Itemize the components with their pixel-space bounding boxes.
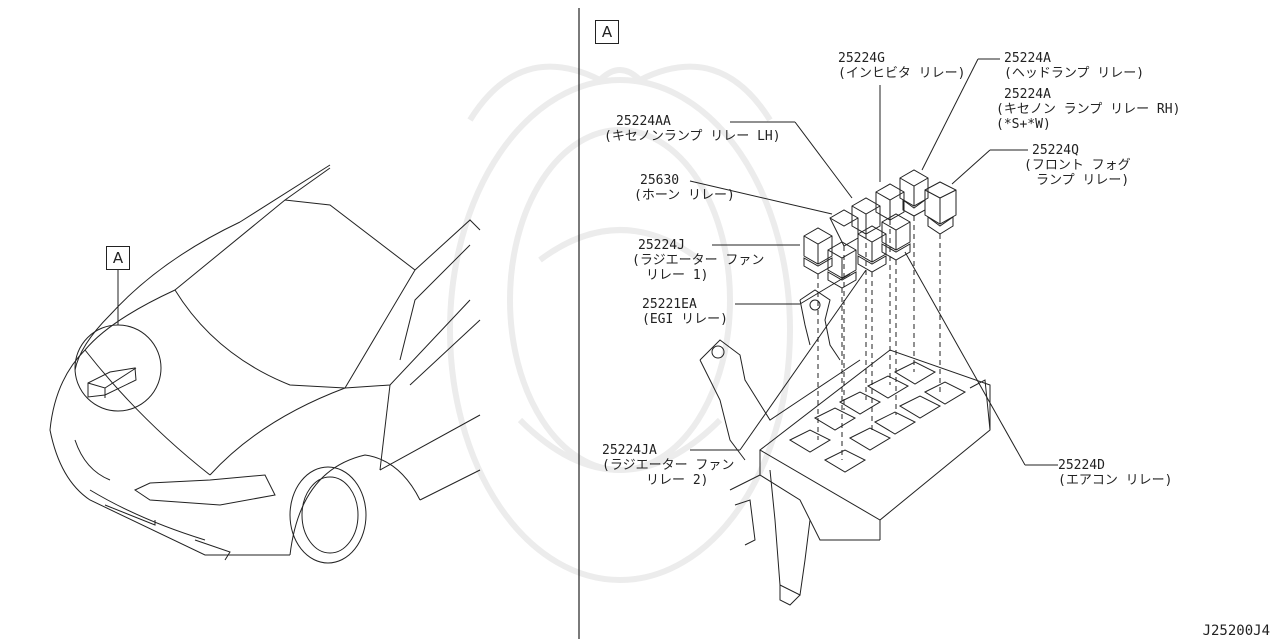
part-description: (ホーン リレー) bbox=[634, 188, 735, 203]
part-description: (ヘッドランプ リレー) bbox=[1004, 66, 1145, 81]
part-description: (キセノンランプ リレー LH) bbox=[604, 129, 781, 144]
label-25221EA: 25221EA (EGI リレー) bbox=[642, 297, 728, 327]
part-description: (ラジエーター ファン bbox=[602, 458, 735, 473]
label-25224J: 25224J (ラジエーター ファン リレー 1) bbox=[632, 238, 764, 283]
part-number: 25224G bbox=[838, 51, 885, 66]
label-25224Q: 25224Q (フロント フォグ ランプ リレー) bbox=[1024, 143, 1131, 188]
part-description: (エアコン リレー) bbox=[1058, 473, 1173, 488]
part-description-2: リレー 1) bbox=[646, 268, 709, 283]
label-25224G: 25224G (インヒビタ リレー) bbox=[838, 51, 965, 81]
part-number: 25224AA bbox=[616, 114, 671, 129]
part-number: 25224JA bbox=[602, 443, 657, 458]
callout-box-left: A bbox=[106, 246, 130, 270]
part-number: 25224A bbox=[1004, 51, 1051, 66]
part-description-2: ランプ リレー) bbox=[1036, 173, 1130, 188]
relay-box-illustration bbox=[689, 58, 1058, 606]
part-number: 25224Q bbox=[1032, 143, 1079, 158]
diagram-code: J25200J4 bbox=[1202, 623, 1270, 639]
part-number: 25224D bbox=[1058, 458, 1105, 473]
part-number: 25224A bbox=[1004, 87, 1051, 102]
label-25224D: 25224D (エアコン リレー) bbox=[1058, 458, 1172, 488]
part-description: (インヒビタ リレー) bbox=[838, 66, 966, 81]
part-description: (キセノン ランプ リレー RH) bbox=[996, 102, 1181, 117]
part-number: 25630 bbox=[640, 173, 680, 188]
part-number: 25221EA bbox=[642, 297, 697, 312]
part-description: (フロント フォグ bbox=[1024, 158, 1131, 173]
part-description: (EGI リレー) bbox=[642, 312, 728, 327]
callout-box-right: A bbox=[595, 20, 619, 44]
watermark-emblem bbox=[447, 63, 793, 583]
label-25224A-headlamp: 25224A (ヘッドランプ リレー) bbox=[1004, 51, 1144, 81]
label-25630: 25630 (ホーン リレー) bbox=[634, 173, 735, 203]
part-description-2: リレー 2) bbox=[646, 473, 709, 488]
label-25224JA: 25224JA (ラジエーター ファン リレー 2) bbox=[602, 443, 734, 488]
part-note: (*S+*W) bbox=[996, 117, 1051, 132]
label-25224A-xenon-rh: 25224A (キセノン ランプ リレー RH) (*S+*W) bbox=[996, 87, 1180, 132]
part-number: 25224J bbox=[638, 238, 685, 253]
label-25224AA: 25224AA (キセノンランプ リレー LH) bbox=[604, 114, 781, 144]
part-description: (ラジエーター ファン bbox=[632, 253, 765, 268]
car-illustration bbox=[49, 164, 481, 564]
